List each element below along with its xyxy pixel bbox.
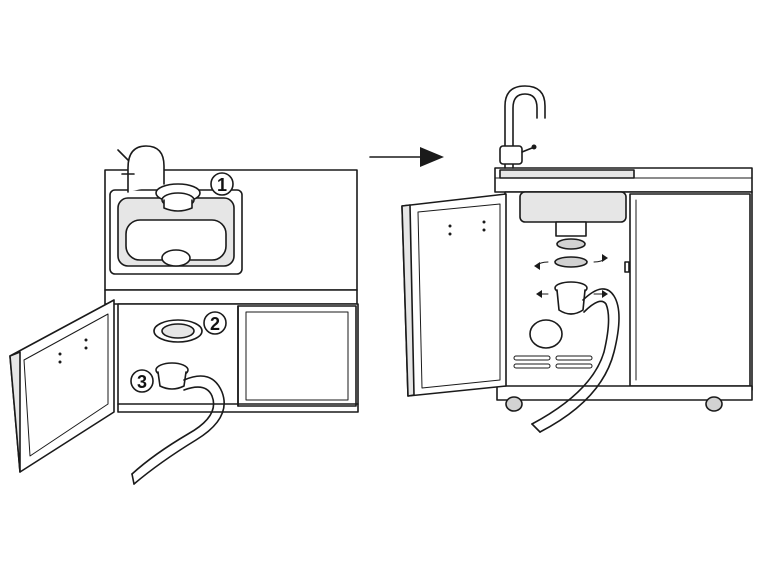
door-screw: [482, 220, 486, 224]
left-faucet-spout: [127, 145, 165, 193]
right-gasket: [554, 256, 588, 268]
right-drain-hose-outer: [539, 288, 620, 433]
callout-2-circle: [203, 311, 227, 335]
right-sink-basin-underside: [519, 191, 627, 223]
strainer-body: [163, 199, 193, 212]
caster-wheel: [505, 396, 523, 412]
callout-2-label: 2: [210, 314, 220, 334]
right-drain-fitting-body: [556, 289, 586, 315]
left-right-door: [237, 305, 357, 407]
gasket-inner: [161, 323, 195, 339]
vent-slot: [555, 355, 593, 361]
arrow-head-icon: [420, 147, 444, 167]
left-open-door-panel: [23, 313, 109, 457]
door-screw: [482, 228, 486, 232]
right-faucet-base: [499, 145, 523, 165]
door-screw: [58, 352, 62, 356]
door-screw: [84, 338, 88, 342]
right-drain-hose-end: [531, 423, 541, 433]
left-faucet-handle: [117, 149, 135, 175]
door-screw: [448, 224, 452, 228]
progress-arrow: [369, 147, 444, 167]
left-open-door-edge: [9, 351, 21, 473]
right-cabinet-illustration: [401, 85, 753, 433]
right-faucet-spout-inner: [512, 93, 538, 169]
vent-slot: [513, 363, 551, 369]
right-drain-hose-inner: [531, 300, 610, 425]
door-screw: [84, 346, 88, 350]
caster-wheel: [705, 396, 723, 412]
callout-1-circle: [210, 172, 234, 196]
right-faucet-spout: [504, 85, 546, 169]
left-drain-hose-inner: [131, 386, 215, 475]
left-sink-drain-hole: [161, 249, 191, 267]
right-drain-nut: [556, 238, 586, 250]
right-faucet-lever-knob: [531, 144, 537, 150]
fitting-rotate-arrow-left-icon: [536, 290, 542, 298]
right-open-door-edge: [401, 204, 415, 397]
left-counter-edge: [104, 289, 358, 305]
rotate-arrow-right-icon: [602, 254, 608, 262]
left-right-door-panel: [245, 311, 349, 401]
right-door-hinge: [624, 261, 630, 273]
vent-slot: [555, 363, 593, 369]
right-cabinet-base: [496, 385, 753, 401]
door-screw: [58, 360, 62, 364]
fitting-rotate-arrow-right-icon: [602, 290, 608, 298]
right-drain-pipe: [555, 221, 587, 237]
rotate-arrow-left-icon: [534, 262, 540, 270]
drain-fitting-body: [157, 371, 187, 390]
left-drain-hose-end: [131, 473, 135, 485]
right-closed-door: [629, 193, 751, 387]
right-sink-opening: [499, 169, 635, 179]
right-faucet-lever: [521, 147, 533, 153]
callout-1-label: 1: [217, 175, 227, 195]
right-open-door: [401, 193, 507, 397]
left-drain-hose-outer: [133, 375, 225, 485]
callout-3-circle: [130, 369, 154, 393]
right-open-door-panel: [417, 203, 501, 389]
door-screw: [448, 232, 452, 236]
right-back-panel-hole: [529, 319, 563, 349]
callout-3-label: 3: [137, 372, 147, 392]
vent-slot: [513, 355, 551, 361]
left-cabinet-illustration: 1 2 3: [9, 145, 359, 485]
